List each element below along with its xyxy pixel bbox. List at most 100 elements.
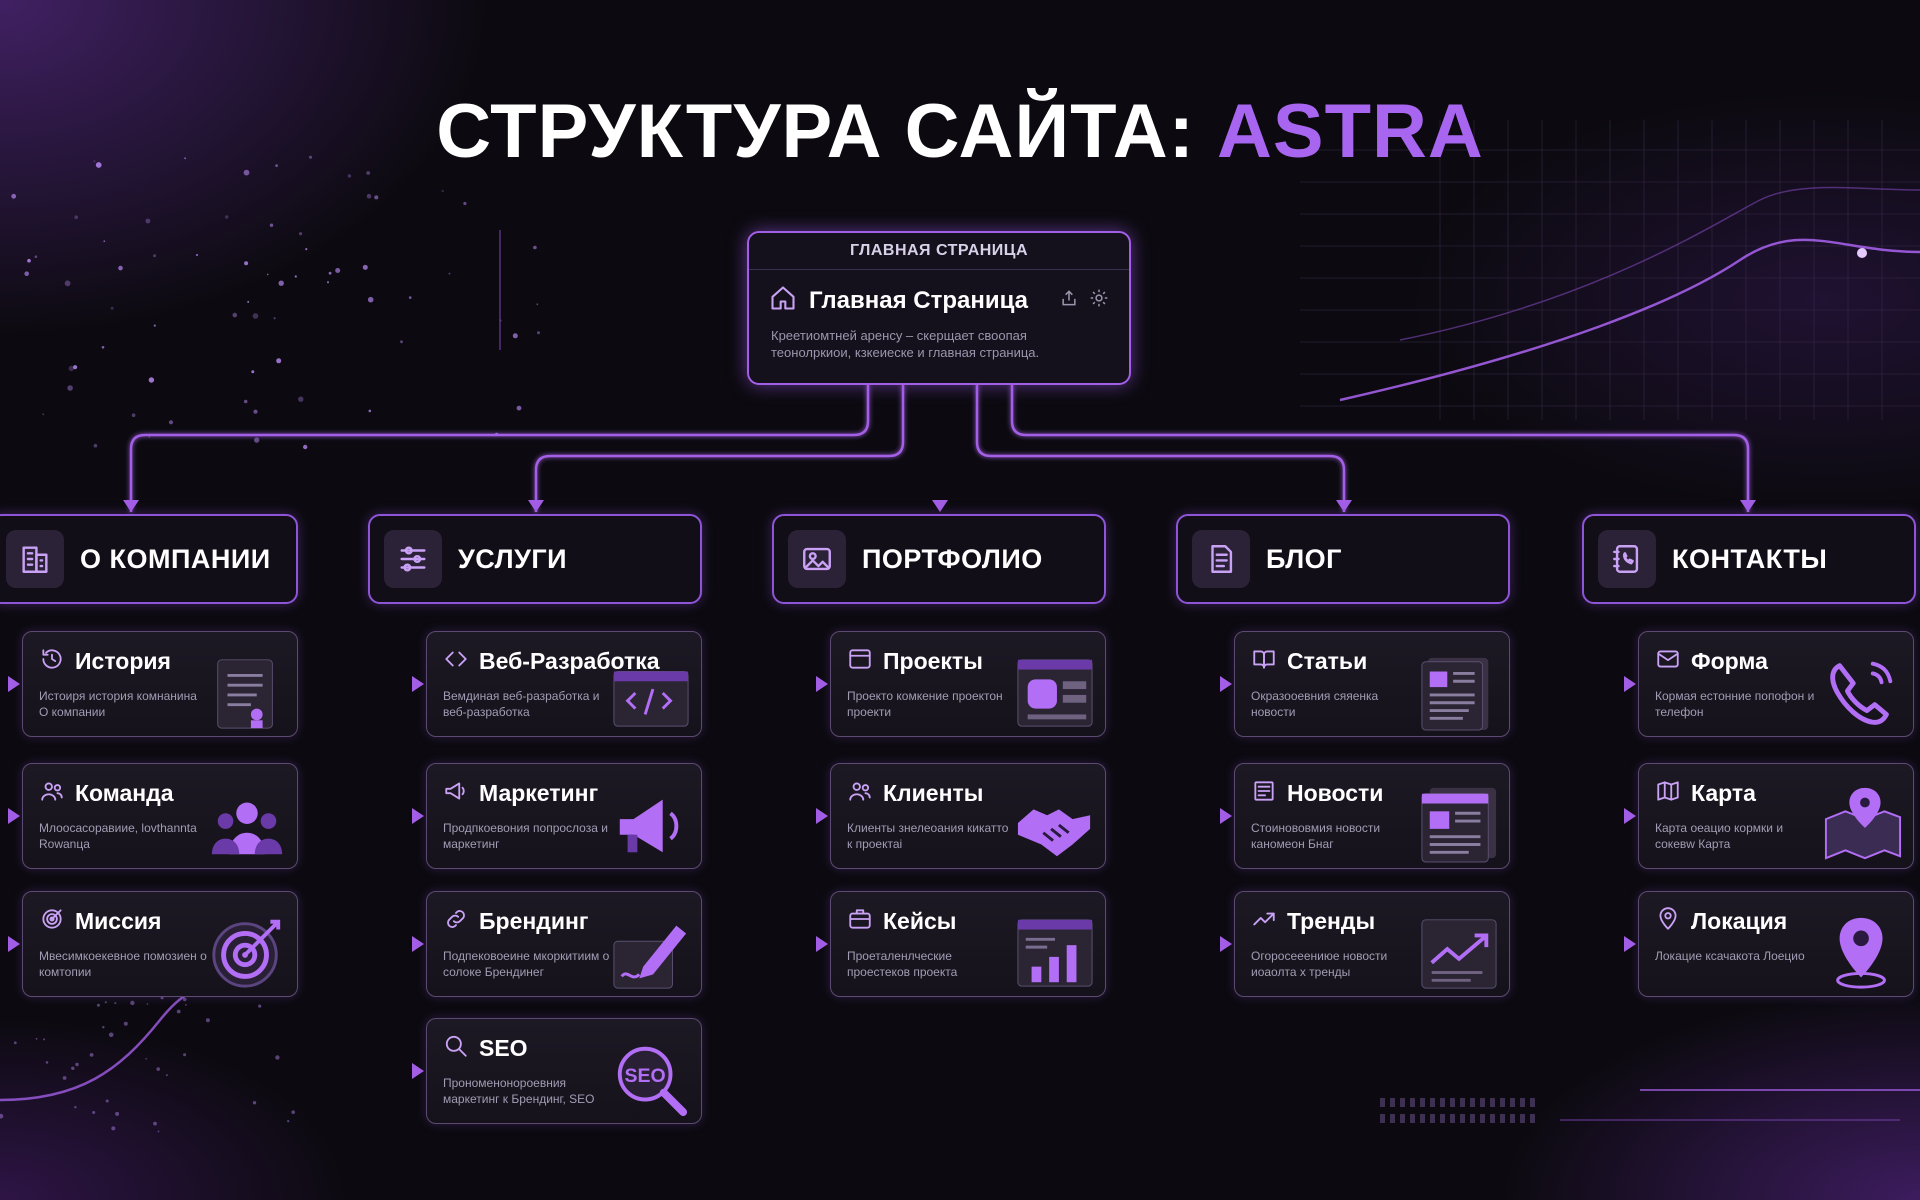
category-5[interactable]: КОНТАКТЫ — [1582, 514, 1916, 604]
page-card[interactable]: Форма Кормая естонние попофон и телефон — [1638, 631, 1914, 737]
trend-art — [1421, 919, 1497, 989]
connector-arrowhead — [412, 808, 424, 824]
connector-arrowhead — [1624, 808, 1636, 824]
page-card[interactable]: Карта Карта оеацио кормки и сокевw Карта — [1638, 763, 1914, 869]
target-icon — [39, 906, 65, 937]
page-card-title: SEO — [479, 1035, 528, 1061]
page-card-description: Истоиря история комнанина О компании — [39, 689, 197, 719]
document-art — [217, 659, 273, 729]
page-card-title: Форма — [1691, 648, 1768, 674]
phonebook-icon — [1598, 530, 1656, 588]
page-card[interactable]: Новости Стоинововмия новости каномеон Бн… — [1234, 763, 1510, 869]
pen-art — [613, 925, 687, 989]
page-card[interactable]: История Истоиря история комнанина О комп… — [22, 631, 298, 737]
pin-icon — [1655, 906, 1681, 937]
page-card-description: Локацие ксачакота Лоецио — [1655, 949, 1805, 963]
page-card-description: Клиенты знелеоания кикатто к проектаi — [847, 821, 1009, 851]
users-icon — [39, 778, 65, 809]
page-card-title: Локация — [1691, 908, 1788, 934]
connector-arrowhead — [8, 676, 20, 692]
target-art — [212, 919, 281, 988]
gear-icon[interactable] — [1089, 288, 1109, 313]
connector-arrowhead — [1336, 500, 1352, 512]
page-card-title: Брендинг — [479, 908, 589, 934]
connector-arrowhead — [1220, 936, 1232, 952]
page-card[interactable]: Клиенты Клиенты знелеоания кикатто к про… — [830, 763, 1106, 869]
page-card-title: Кейсы — [883, 908, 957, 934]
map-art — [1824, 787, 1902, 860]
page-card-description: Подпековоеине мкоркитиим о солоке Бренди… — [443, 949, 610, 979]
seo-art: SEO — [617, 1046, 688, 1117]
home-node[interactable]: ГЛАВНАЯ СТРАНИЦА Главная Страница Креети… — [747, 231, 1131, 385]
page-card[interactable]: Брендинг Подпековоеине мкоркитиим о соло… — [426, 891, 702, 997]
page-card[interactable]: Проекты Проекто комкение проектон проект… — [830, 631, 1106, 737]
page-card[interactable]: Тренды Огоросееениюе новости иоаолта х т… — [1234, 891, 1510, 997]
page-card-description: Окразооевния сяяенка новости — [1251, 689, 1379, 719]
category-4[interactable]: БЛОГ — [1176, 514, 1510, 604]
category-label: БЛОГ — [1266, 543, 1342, 574]
phone-art — [1830, 661, 1893, 725]
connector-arrowhead — [816, 936, 828, 952]
connector-arrowhead — [8, 936, 20, 952]
page-card-title: Карта — [1691, 780, 1756, 806]
page-card-description: Проеталенлческие проестеков проекта — [847, 949, 958, 979]
category-1[interactable]: О КОМПАНИИ — [0, 514, 298, 604]
megaphone-art — [619, 799, 679, 853]
connector-home-to-category — [534, 385, 905, 512]
mail-icon — [1655, 646, 1681, 677]
search-icon — [443, 1033, 469, 1064]
share-icon[interactable] — [1059, 288, 1079, 313]
category-3[interactable]: ПОРТФОЛИО — [772, 514, 1106, 604]
page-card[interactable]: Статьи Окразооевния сяяенка новости — [1234, 631, 1510, 737]
page-card-description: Вемдиная веб-разработка и веб-разработка — [443, 689, 600, 719]
building-icon — [6, 530, 64, 588]
category-label: УСЛУГИ — [458, 543, 568, 574]
image-icon — [788, 530, 846, 588]
page-card[interactable]: Локация Локацие ксачакота Лоецио — [1638, 891, 1914, 997]
link-icon — [443, 906, 469, 937]
window-icon — [847, 646, 873, 677]
page-card[interactable]: Миссия Мвесимкоекевное помозиен о комтоп… — [22, 891, 298, 997]
category-label: КОНТАКТЫ — [1672, 543, 1828, 574]
page-card-title: Миссия — [75, 908, 162, 934]
chart-art — [1017, 919, 1093, 987]
pin-art — [1836, 917, 1886, 989]
connector-arrowhead — [932, 500, 948, 512]
page-card-title: Новости — [1287, 780, 1384, 806]
connector-arrowhead — [1624, 936, 1636, 952]
connector-arrowhead — [8, 808, 20, 824]
page-card-title: Команда — [75, 780, 174, 806]
connector-arrowhead — [123, 500, 139, 512]
browser-art — [1017, 659, 1093, 727]
history-icon — [39, 646, 65, 677]
title-main: СТРУКТУРА САЙТА: — [436, 89, 1218, 174]
page-card-description: Продпкоевония попрослоза и маркетинг — [443, 821, 608, 851]
connector-home-to-category — [1010, 385, 1750, 512]
page-card[interactable]: Кейсы Проеталенлческие проестеков проект… — [830, 891, 1106, 997]
page-card[interactable]: Команда Млоосасоравиие, lovthannta Rowan… — [22, 763, 298, 869]
trend-icon — [1251, 906, 1277, 937]
team-art — [211, 802, 283, 855]
page-card-title: Клиенты — [883, 780, 984, 806]
page-card[interactable]: SEO Прономенонороевния маркетинг к Бренд… — [426, 1018, 702, 1124]
page-card-title: Тренды — [1287, 908, 1376, 934]
category-2[interactable]: УСЛУГИ — [368, 514, 702, 604]
page-card-title: Маркетинг — [479, 780, 599, 806]
connector-arrowhead — [816, 676, 828, 692]
connector-arrowhead — [816, 808, 828, 824]
connector-arrowhead — [1220, 808, 1232, 824]
article-art — [1421, 657, 1489, 731]
handshake-art — [1017, 809, 1091, 857]
users-icon — [847, 778, 873, 809]
map-icon — [1655, 778, 1681, 809]
svg-text:SEO: SEO — [625, 1065, 666, 1087]
connector-arrowhead — [528, 500, 544, 512]
category-label: О КОМПАНИИ — [80, 543, 271, 574]
home-icon — [769, 284, 797, 317]
page-card[interactable]: Маркетинг Продпкоевония попрослоза и мар… — [426, 763, 702, 869]
page-card-title: Статьи — [1287, 648, 1368, 674]
page-card[interactable]: Веб-Разработка Вемдиная веб-разработка и… — [426, 631, 702, 737]
connector-arrowhead — [1220, 676, 1232, 692]
title-accent: ASTRA — [1217, 89, 1484, 174]
